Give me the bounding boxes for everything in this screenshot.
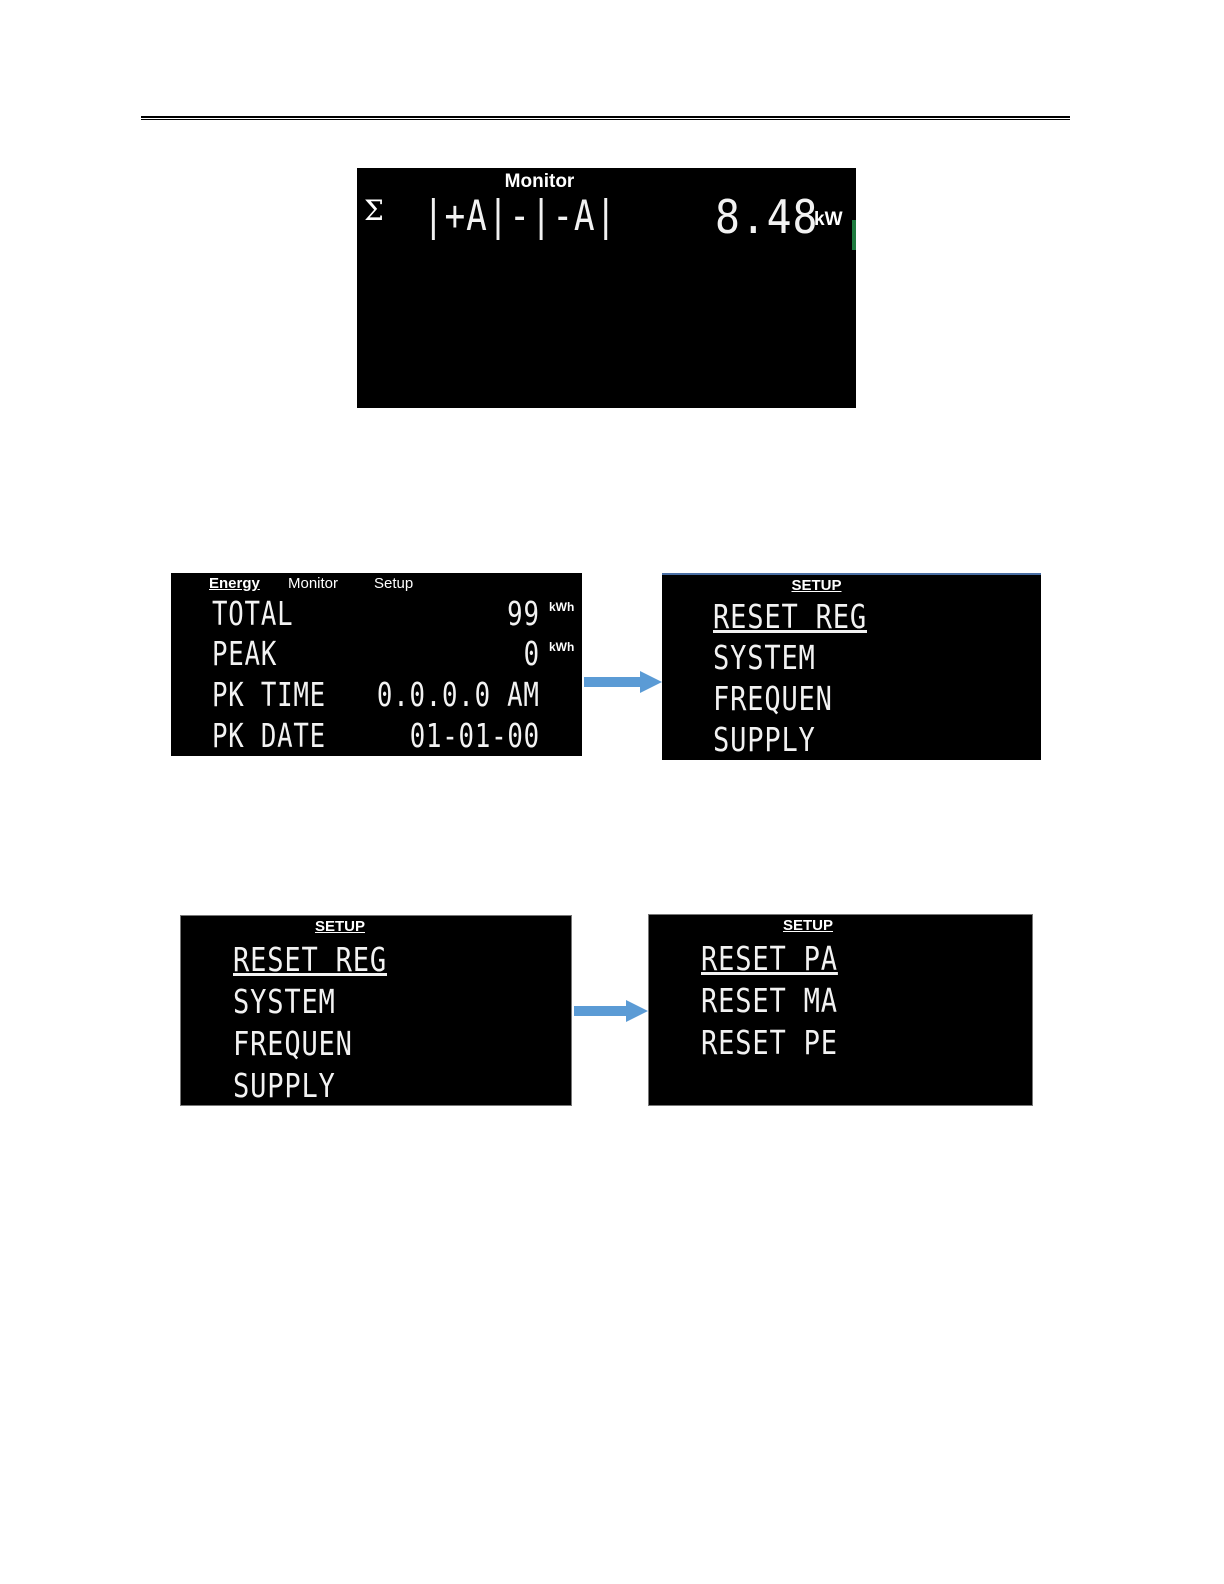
row-value: 99 <box>507 594 540 633</box>
row-label: TOTAL <box>212 594 293 633</box>
right-arrow-icon <box>572 998 650 1024</box>
energy-screen: Energy Monitor Setup TOTAL 99 kWh PEAK 0… <box>171 573 582 756</box>
scroll-indicator <box>852 220 856 250</box>
row-value: 01-01-00 <box>410 716 540 755</box>
row-label: PEAK <box>212 634 277 673</box>
energy-row-peak: PEAK 0 kWh <box>171 634 582 674</box>
monitor-screen: Monitor Σ |+A|-|-A| 8.48 kW <box>357 168 856 408</box>
tab-monitor[interactable]: Monitor <box>288 575 338 592</box>
energy-row-pk-time: PK TIME 0.0.0.0 AM <box>171 675 582 715</box>
setup-title: SETUP <box>662 577 971 594</box>
right-arrow-icon <box>582 669 664 695</box>
row-unit: kWh <box>549 640 574 654</box>
header-rule-thin <box>141 119 1070 120</box>
menu-item-reset-ma[interactable]: RESET MA <box>701 981 838 1020</box>
energy-row-pk-date: PK DATE 01-01-00 <box>171 716 582 756</box>
row-value: 0.0.0.0 AM <box>377 675 540 714</box>
menu-item-reset-pa[interactable]: RESET PA <box>701 939 838 978</box>
menu-item-system[interactable]: SYSTEM <box>713 638 816 677</box>
menu-item-supply[interactable]: SUPPLY <box>713 720 816 759</box>
tab-energy[interactable]: Energy <box>209 575 260 592</box>
monitor-value: 8.48 <box>715 190 818 244</box>
menu-item-reset-reg[interactable]: RESET REG <box>713 597 867 636</box>
energy-row-total: TOTAL 99 kWh <box>171 594 582 634</box>
reset-menu-screen: SETUP RESET PA RESET MA RESET PE <box>648 914 1033 1106</box>
monitor-unit: kW <box>814 209 843 231</box>
row-value: 0 <box>524 634 540 673</box>
monitor-title: Monitor <box>357 171 722 193</box>
setup-menu-screen: SETUP RESET REG SYSTEM FREQUEN SUPPLY <box>180 915 572 1106</box>
monitor-expression: |+A|-|-A| <box>423 191 617 240</box>
row-label: PK DATE <box>212 716 326 755</box>
row-unit: kWh <box>549 600 574 614</box>
menu-item-frequen[interactable]: FREQUEN <box>233 1024 353 1063</box>
setup-title: SETUP <box>181 918 499 935</box>
row-label: PK TIME <box>212 675 326 714</box>
menu-item-supply[interactable]: SUPPLY <box>233 1066 336 1105</box>
setup-title: SETUP <box>649 917 967 934</box>
menu-item-reset-reg[interactable]: RESET REG <box>233 940 387 979</box>
sigma-icon: Σ <box>364 194 384 227</box>
menu-item-frequen[interactable]: FREQUEN <box>713 679 833 718</box>
tab-setup[interactable]: Setup <box>374 575 413 592</box>
header-rule <box>141 116 1070 118</box>
menu-item-reset-pe[interactable]: RESET PE <box>701 1023 838 1062</box>
menu-item-system[interactable]: SYSTEM <box>233 982 336 1021</box>
setup-menu-screen: SETUP RESET REG SYSTEM FREQUEN SUPPLY <box>662 573 1041 760</box>
